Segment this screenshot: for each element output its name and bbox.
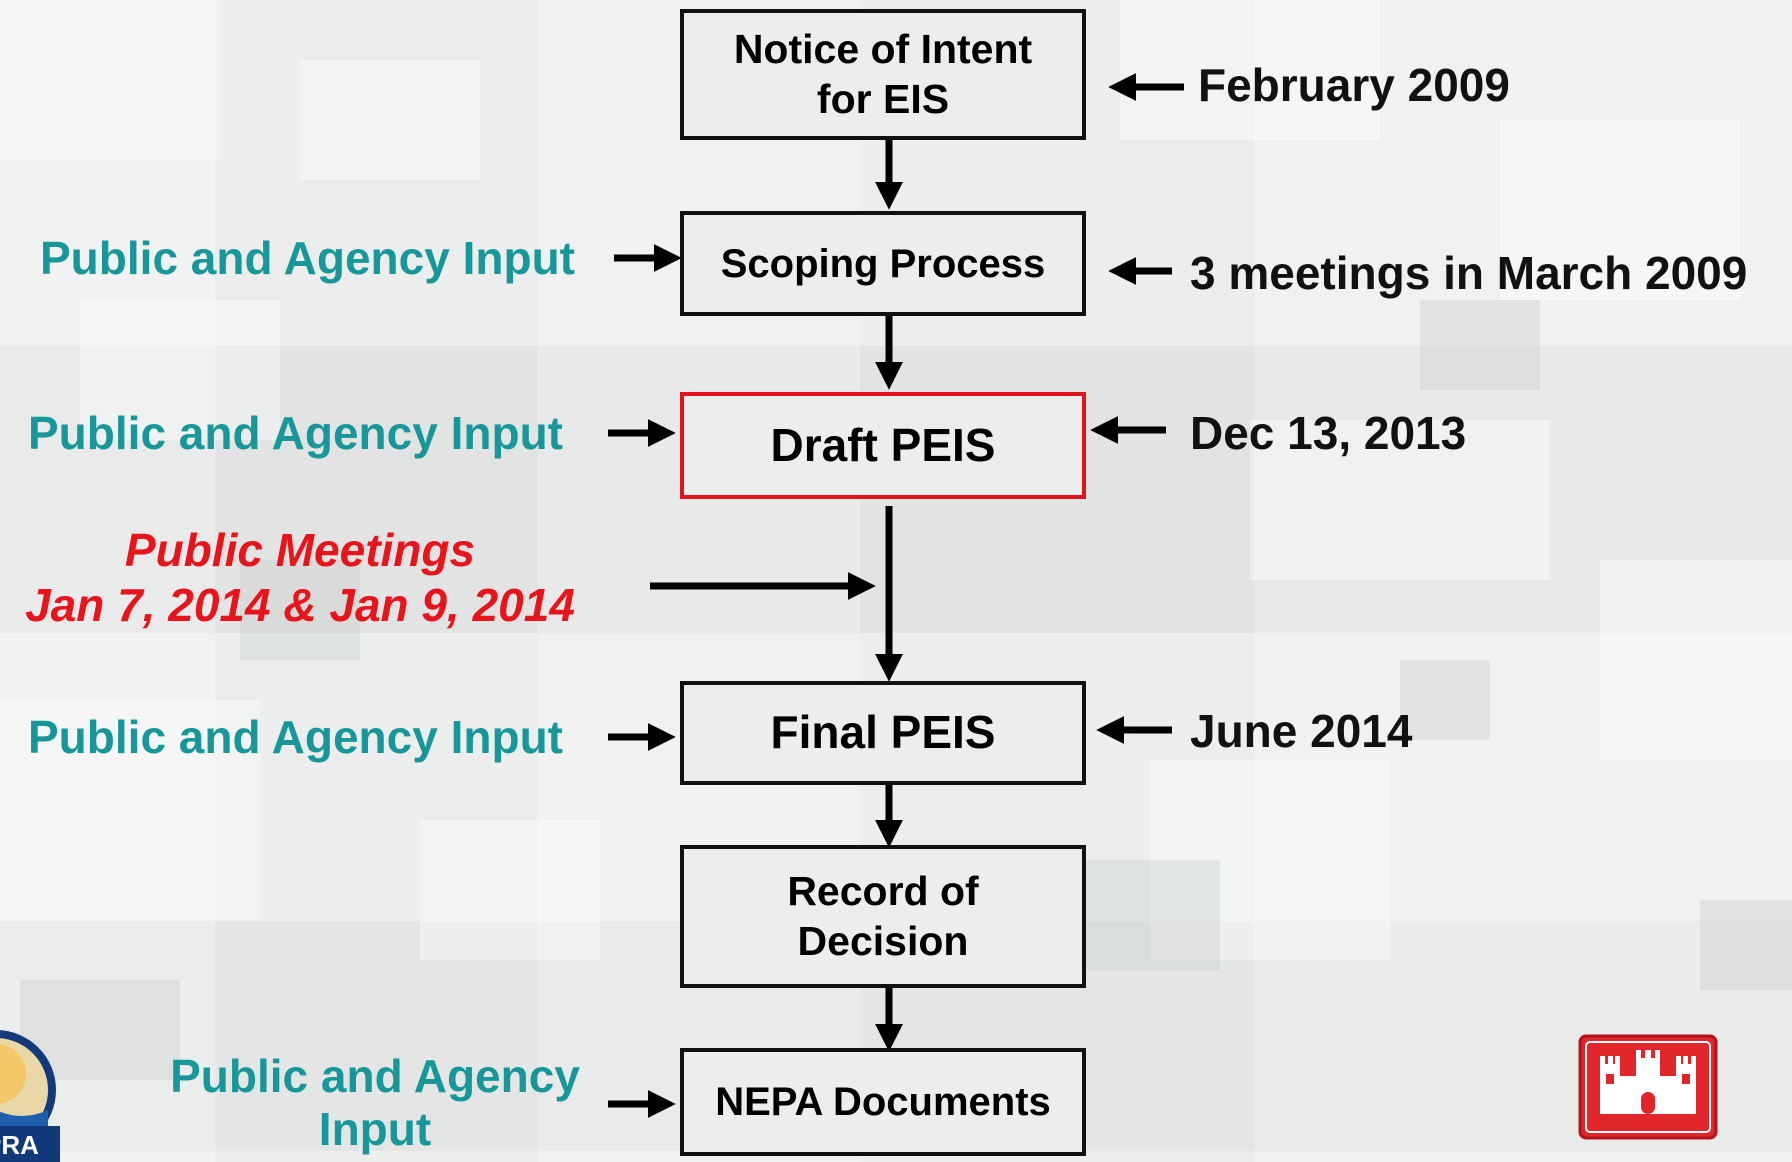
corps-castle-logo — [1578, 1034, 1718, 1140]
final-peis-box: Final PEIS — [680, 681, 1086, 785]
nepa-documents-box: NEPA Documents — [680, 1048, 1086, 1156]
date-final: June 2014 — [1190, 705, 1413, 757]
public-meetings-dates: Jan 7, 2014 & Jan 9, 2014 — [25, 579, 575, 632]
agency-seal-logo: PRA — [0, 1030, 60, 1162]
input-nepa: Public and Agency Input — [170, 1050, 580, 1155]
input-final: Public and Agency Input — [28, 711, 563, 763]
date-scoping: 3 meetings in March 2009 — [1190, 247, 1748, 299]
notice-of-intent-box: Notice of Intent for EIS — [680, 9, 1086, 140]
draft-peis-box: Draft PEIS — [680, 392, 1086, 499]
public-meetings-note: Public Meetings Jan 7, 2014 & Jan 9, 201… — [0, 523, 600, 633]
date-draft: Dec 13, 2013 — [1190, 407, 1467, 459]
agency-seal-text: PRA — [0, 1130, 39, 1160]
input-draft: Public and Agency Input — [28, 407, 563, 459]
draft-peis-label: Draft PEIS — [770, 418, 996, 471]
scoping-process-box: Scoping Process — [680, 211, 1086, 316]
final-peis-label: Final PEIS — [770, 706, 996, 759]
public-meetings-title: Public Meetings — [124, 524, 476, 576]
record-of-decision-label: Record of Decision — [787, 868, 979, 964]
scoping-process-label: Scoping Process — [720, 241, 1046, 286]
nepa-documents-label: NEPA Documents — [715, 1080, 1051, 1124]
notice-of-intent-label: Notice of Intent for EIS — [733, 26, 1033, 122]
date-notice: February 2009 — [1198, 59, 1510, 111]
record-of-decision-box: Record of Decision — [680, 845, 1086, 988]
input-scoping: Public and Agency Input — [40, 232, 575, 284]
